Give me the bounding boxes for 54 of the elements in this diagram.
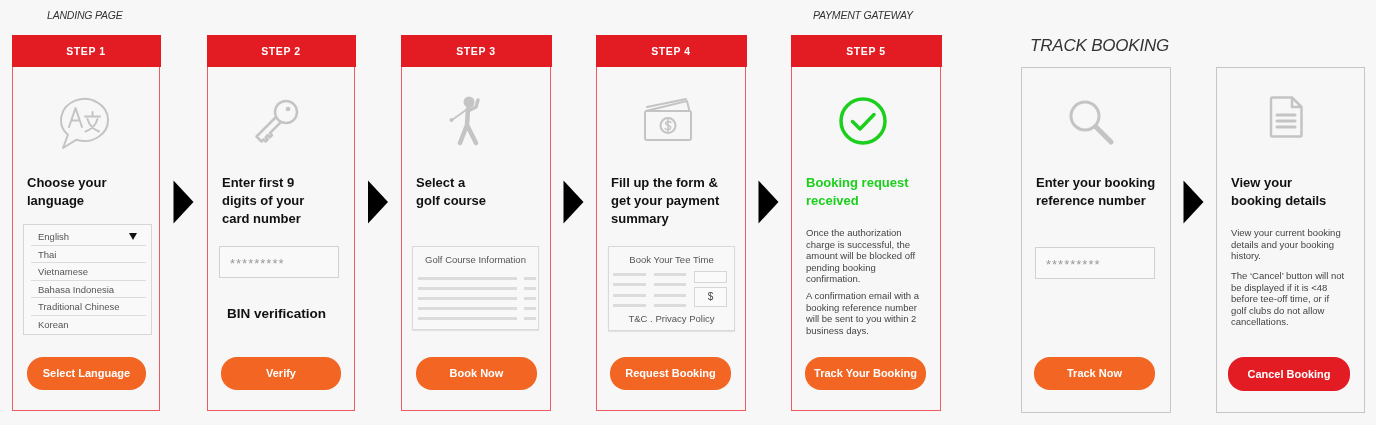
arrow	[173, 180, 194, 224]
card-heading: Enter your booking reference number	[1036, 174, 1157, 210]
description-text: The ‘Cancel’ button will not be displayed if it is <48 before tee-off time, or if golf clubs do not allow cancellations.	[1231, 270, 1345, 328]
dropdown-option: Bahasa Indonesia	[31, 280, 146, 298]
select-language-button: Select Language	[27, 357, 146, 390]
card-heading: Enter first 9 digits of your card number	[222, 174, 306, 228]
step-card	[12, 35, 160, 411]
step-header: STEP 5	[790, 34, 942, 67]
step-card	[791, 35, 941, 411]
card-heading: Select a golf course	[416, 174, 488, 210]
description-text: View your current booking details and your booking history.	[1231, 227, 1342, 262]
step-card	[401, 35, 551, 411]
description-text: Once the authorization charge is successful, the amount will be blocked off pending booking confirmation.	[806, 227, 917, 285]
track-now-button: Track Now	[1034, 357, 1155, 390]
step-header: STEP 4	[595, 34, 747, 67]
booking-reference-field: *********	[1035, 247, 1155, 279]
booking-form-panel	[608, 246, 735, 331]
step-header: STEP 2	[206, 34, 356, 67]
description-text: A confirmation email with a booking reference number will be sent to you within 2 business days.	[806, 290, 920, 336]
track-booking-button: Track Your Booking	[805, 357, 926, 390]
section-label: TRACK BOOKING	[1030, 36, 1170, 57]
panel-title: Book Your Tee Time	[629, 254, 714, 266]
book-now-button: Book Now	[416, 357, 537, 390]
arrow	[1183, 180, 1204, 224]
dropdown-option: Thai	[31, 245, 146, 263]
step-card	[1021, 67, 1171, 413]
verify-button: Verify	[221, 357, 341, 390]
cancel-booking-button: Cancel Booking	[1228, 357, 1350, 391]
arrow	[368, 180, 388, 224]
card-heading: Choose your language	[27, 174, 108, 210]
amount-field: $	[694, 287, 727, 307]
step-card	[207, 35, 355, 411]
section-label: PAYMENT GATEWAY	[813, 9, 913, 22]
step-card	[1216, 67, 1365, 413]
step-card	[596, 35, 746, 411]
section-label: LANDING PAGE	[47, 9, 123, 22]
language-dropdown	[23, 224, 152, 335]
panel-title: Golf Course Information	[425, 254, 526, 266]
card-subheading: BIN verification	[227, 305, 327, 323]
form-field	[694, 271, 727, 283]
dropdown-option: Vietnamese	[31, 263, 146, 281]
card-heading: Fill up the form & get your payment summary	[611, 174, 721, 228]
card-heading: View your booking details	[1231, 174, 1328, 210]
arrow	[758, 180, 779, 224]
course-info-panel	[412, 246, 539, 330]
card-heading: Booking request received	[806, 174, 910, 210]
request-booking-button: Request Booking	[610, 357, 731, 390]
arrow	[563, 180, 584, 224]
dropdown-option: Traditional Chinese	[31, 298, 146, 316]
policy-links: T&C . Privacy Policy	[628, 313, 715, 325]
step-header: STEP 3	[400, 34, 552, 67]
dropdown-option: Korean	[31, 315, 146, 333]
card-number-field: *********	[219, 246, 339, 278]
step-header: STEP 1	[11, 34, 161, 67]
